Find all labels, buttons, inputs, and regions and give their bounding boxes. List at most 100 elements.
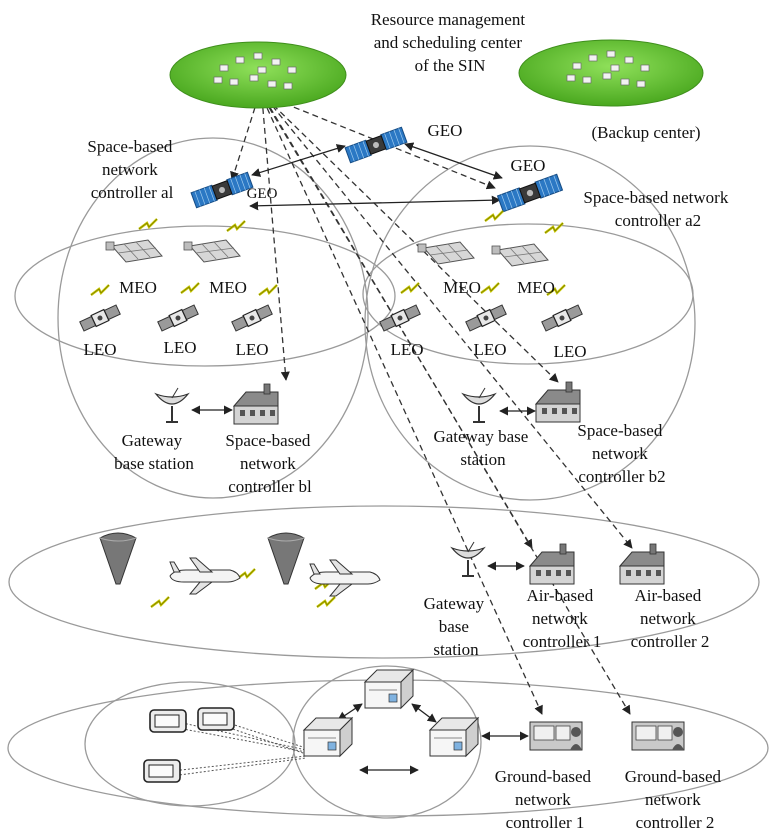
airplane-icon (309, 559, 381, 597)
meo-label: MEO (517, 278, 555, 297)
leo-label: LEO (163, 338, 196, 357)
wireless-link-icon (138, 218, 158, 230)
wireless-link-icon (400, 282, 420, 294)
leo-label: LEO (473, 340, 506, 359)
geo-satellite-icon (344, 126, 408, 164)
airplane-icon (169, 557, 241, 595)
small-satellite-icon (541, 304, 583, 332)
wireless-link-icon (150, 596, 170, 608)
solar-panel-satellite-icon (491, 243, 549, 267)
link-server-top-right (411, 703, 437, 723)
wireless-link-icon (226, 220, 246, 232)
meo-label: MEO (119, 278, 157, 297)
air-network-icons (99, 532, 381, 597)
air-network-region (8, 505, 760, 659)
geo-satellite-a2-icon (496, 173, 564, 213)
server-icon (428, 716, 480, 758)
geo-a2-label: GEO (511, 156, 546, 175)
data-center-platform-icon (169, 41, 347, 109)
aerostat-icon (267, 532, 305, 585)
controller-building-air2-icon (618, 543, 665, 585)
air-2-label: Air-based network controller 2 (631, 586, 710, 651)
small-satellite-icon (231, 304, 273, 332)
terminal-icon (197, 707, 235, 731)
control-link-air2 (265, 97, 633, 549)
terminal-icon (143, 759, 181, 783)
geo-satellite-a1-icon (190, 171, 254, 209)
terminal-links (171, 718, 307, 777)
wireless-link-icon (484, 210, 504, 222)
gateway-dish-b1-icon (154, 387, 190, 423)
solar-panel-satellite-icon (183, 239, 241, 263)
wireless-link-icon (258, 284, 278, 296)
wireless-link-icon (180, 282, 200, 294)
small-satellite-icon (465, 304, 507, 332)
server-icon (363, 668, 415, 710)
solar-panel-satellite-icon (417, 241, 475, 265)
aerostat-icon (99, 532, 137, 585)
control-link-ground1 (262, 98, 543, 715)
small-satellite-icon (379, 304, 421, 332)
leo-label: LEO (390, 340, 423, 359)
controller-building-air1-icon (528, 543, 575, 585)
resource-center-platform-icon (169, 41, 347, 109)
controller-building-b1-icon (232, 383, 279, 425)
link-server-top-left (337, 703, 363, 721)
air-1-label: Air-based network controller 1 (523, 586, 602, 651)
data-center-platform-icon (518, 39, 704, 107)
operator-station-icon (529, 721, 583, 751)
geo-top-label: GEO (428, 121, 463, 140)
terminal-cluster-region (84, 681, 296, 807)
gateway-b2-label: Gateway base station (433, 427, 532, 469)
link-geo-a1-top (251, 144, 346, 177)
center-label: Resource management and scheduling cente… (371, 10, 530, 75)
controller-building-icon (232, 383, 279, 425)
small-satellite-icon (79, 304, 121, 332)
backup-center-platform-icon (518, 39, 704, 107)
space-region-a1 (57, 137, 369, 499)
operator-station-icon (631, 721, 685, 751)
satellite-dish-icon (154, 387, 190, 423)
wireless-link-icon (546, 284, 566, 296)
space-a2-label: Space-based network controller a2 (583, 188, 732, 230)
satellite-dish-icon (450, 541, 486, 577)
ground-network-icons (143, 668, 685, 783)
space-b1-label: Space-based network controller bl (225, 431, 314, 496)
leo-label: LEO (83, 340, 116, 359)
wireless-link-icons (90, 210, 566, 608)
meo-satellite-icons (105, 239, 549, 267)
geo-a1-label: GEO (247, 186, 278, 202)
leo-label: LEO (235, 340, 268, 359)
wireless-link-icon (316, 596, 336, 608)
leo-label: LEO (553, 342, 586, 361)
space-b2-label: Space-based network controller b2 (577, 421, 666, 486)
ground-2-label: Ground-based network controller 2 (625, 767, 726, 831)
space-a1-label: Space-based network controller al (87, 137, 176, 202)
control-link-b1 (261, 97, 290, 381)
gateway-air-label: Gateway base station (424, 594, 489, 659)
server-icon (302, 716, 354, 758)
link-geo-top-a2 (404, 142, 503, 180)
backup-center-label: (Backup center) (591, 123, 700, 142)
control-link-b2 (265, 97, 559, 383)
controller-building-icon (528, 543, 575, 585)
meo-leo-band-left (14, 225, 396, 367)
control-link-ground2 (264, 98, 631, 715)
control-link-a1 (230, 97, 260, 181)
meo-label: MEO (209, 278, 247, 297)
satellite-icon (190, 171, 254, 209)
ground-1-label: Ground-based network controller 1 (495, 767, 596, 831)
region-outlines (7, 137, 769, 819)
wireless-link-icon (90, 284, 110, 296)
controller-building-icon (534, 381, 581, 423)
leo-satellite-icons (79, 304, 583, 332)
space-region-a2 (364, 145, 696, 501)
gateway-dish-b2-icon (461, 387, 497, 423)
link-geo-a1-a2 (249, 195, 501, 211)
meo-leo-band-right (362, 223, 694, 365)
controller-building-b2-icon (534, 381, 581, 423)
server-cluster-region (292, 665, 482, 819)
gateway-b1-label: Gateway base station (114, 431, 194, 473)
